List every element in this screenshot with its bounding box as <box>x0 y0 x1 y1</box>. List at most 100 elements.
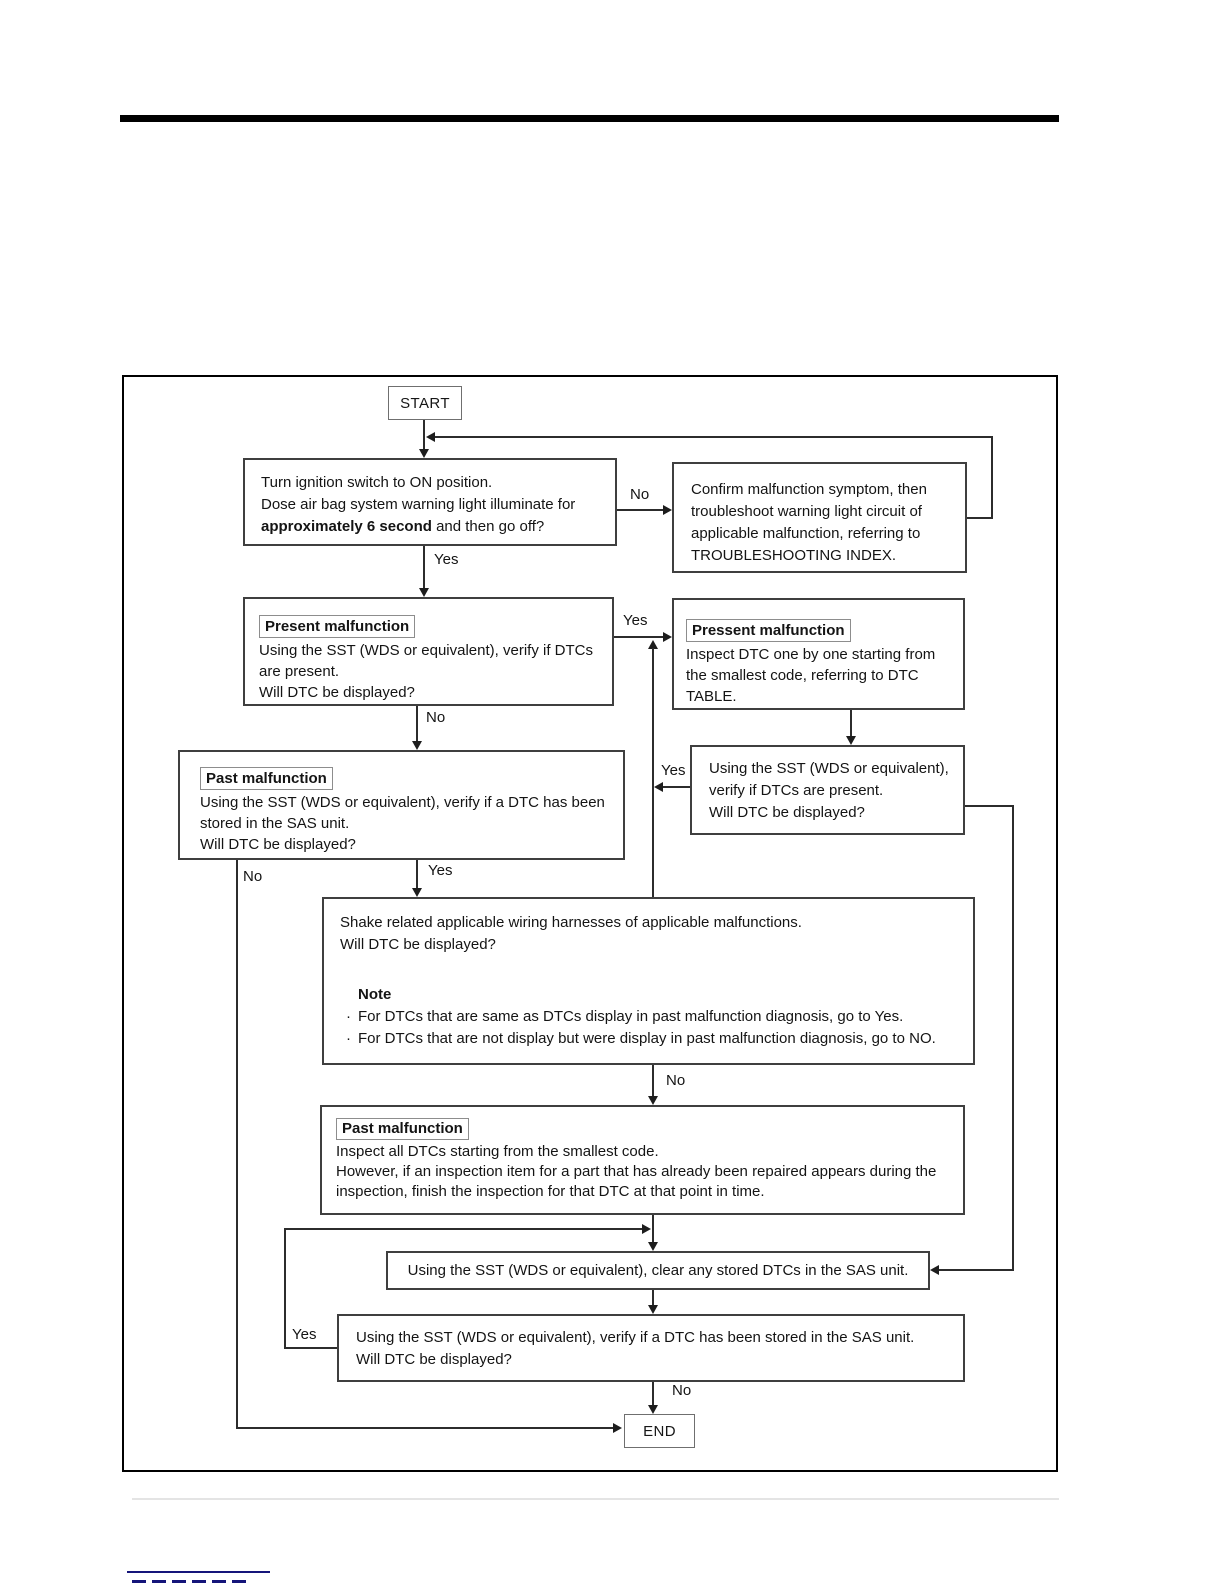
edge-label-no-present: No <box>426 709 446 726</box>
connector-present-yes <box>614 636 663 638</box>
pressent-malfunction-box: Pressent malfunction Inspect DTC one by … <box>672 598 965 710</box>
connector-past-inspect-down <box>652 1215 654 1242</box>
past-verify-tag: Past malfunction <box>200 767 333 790</box>
shake-note-2: For DTCs that are not display but were d… <box>358 1030 936 1047</box>
connector-past-no-v <box>236 860 238 1429</box>
pressent-line-2: the smallest code, referring to DTC <box>686 667 919 684</box>
ignition-line-3-rest: and then go off? <box>431 518 545 535</box>
confirm-line-3: applicable malfunction, referring to <box>691 525 921 542</box>
edge-label-yes-verify-stored: Yes <box>292 1326 317 1343</box>
arrowhead-into-past-inspect <box>648 1096 658 1105</box>
connector-confirm-to-feedback <box>967 517 993 519</box>
verify-present-box: Using the SST (WDS or equivalent), verif… <box>690 745 965 835</box>
connector-feedback-top <box>429 436 993 438</box>
verify-present-line-1: Using the SST (WDS or equivalent), <box>709 760 949 777</box>
faint-separator-line <box>132 1498 1059 1500</box>
clear-line-1: Using the SST (WDS or equivalent), clear… <box>407 1262 909 1279</box>
connector-present-no <box>416 706 418 744</box>
start-node: START <box>388 386 462 420</box>
shake-note-title: Note <box>358 986 392 1003</box>
arrowhead-into-clear-right <box>930 1265 939 1275</box>
arrowhead-into-verify-present <box>846 736 856 745</box>
past-inspect-line-2: However, if an inspection item for a par… <box>336 1163 937 1180</box>
present-malfunction-box: Present malfunction Using the SST (WDS o… <box>243 597 614 706</box>
connector-past-no-h <box>236 1427 613 1429</box>
edge-label-no-verify-stored: No <box>672 1382 692 1399</box>
connector-verify-stored-no <box>652 1382 654 1408</box>
ignition-line-3: approximately 6 second and then go off? <box>261 516 607 538</box>
footer-link-underline <box>127 1571 270 1573</box>
connector-ignition-yes <box>423 546 425 591</box>
connector-pressent-down <box>850 710 852 739</box>
connector-shake-return-up <box>652 648 654 897</box>
arrowhead-into-confirm <box>663 505 672 515</box>
past-inspect-line-3: inspection, finish the inspection for th… <box>336 1183 765 1200</box>
arrowhead-return-up <box>648 640 658 649</box>
present-line-1: Using the SST (WDS or equivalent), verif… <box>259 642 593 659</box>
confirm-line-4: TROUBLESHOOTING INDEX. <box>691 547 897 564</box>
ignition-line-1: Turn ignition switch to ON position. <box>261 474 493 491</box>
flowchart-frame <box>122 375 1058 1472</box>
present-tag: Present malfunction <box>259 615 416 638</box>
verify-present-line-3: Will DTC be displayed? <box>709 804 865 821</box>
pressent-line-3: TABLE. <box>686 688 737 705</box>
connector-past-yes <box>416 860 418 891</box>
arrowhead-into-past <box>412 741 422 750</box>
end-label: END <box>643 1422 676 1440</box>
past-malfunction-verify-box: Past malfunction Using the SST (WDS or e… <box>178 750 625 860</box>
ignition-check-box: Turn ignition switch to ON position. Dos… <box>243 458 617 546</box>
start-label: START <box>400 394 450 412</box>
page-top-rule <box>120 115 1059 122</box>
edge-label-yes-ignition: Yes <box>434 551 459 568</box>
edge-label-yes-verify-present: Yes <box>661 762 686 779</box>
shake-note-item: · For DTCs that are not display but were … <box>346 1028 965 1050</box>
verify-present-line-2: verify if DTCs are present. <box>709 782 884 799</box>
connector-clear-down <box>652 1290 654 1308</box>
shake-line-2: Will DTC be displayed? <box>340 936 496 953</box>
ignition-line-2: Dose air bag system warning light illumi… <box>261 496 576 513</box>
past-inspect-tag: Past malfunction <box>336 1118 469 1140</box>
bullet-icon: · <box>346 1030 351 1047</box>
connector-start-to-ignition <box>423 420 425 453</box>
clear-dtc-box: Using the SST (WDS or equivalent), clear… <box>386 1251 930 1290</box>
shake-note-1: For DTCs that are same as DTCs display i… <box>358 1008 904 1025</box>
arrowhead-into-end-left <box>613 1423 622 1433</box>
past-inspect-line-1: Inspect all DTCs starting from the small… <box>336 1143 659 1160</box>
present-line-2: are present. <box>259 663 340 680</box>
pressent-tag: Pressent malfunction <box>686 619 851 642</box>
connector-verify-present-no-into-clear <box>938 1269 1014 1271</box>
arrowhead-verify-present-yes <box>654 782 663 792</box>
arrowhead-into-clear-top <box>648 1242 658 1251</box>
arrowhead-into-verify-stored <box>648 1305 658 1314</box>
edge-label-yes-past: Yes <box>428 862 453 879</box>
arrowhead-into-end-top <box>648 1405 658 1414</box>
present-line-3: Will DTC be displayed? <box>259 684 415 701</box>
confirm-line-1: Confirm malfunction symptom, then <box>691 481 927 498</box>
ignition-line-3-bold: approximately 6 second <box>261 518 432 535</box>
arrowhead-into-present <box>419 588 429 597</box>
verify-stored-line-2: Will DTC be displayed? <box>356 1351 512 1368</box>
edge-label-no-ignition: No <box>630 486 650 503</box>
connector-verify-present-no-h <box>965 805 1014 807</box>
connector-verify-stored-yes-v <box>284 1228 286 1349</box>
connector-verify-present-yes <box>663 786 690 788</box>
edge-label-no-shake: No <box>666 1072 686 1089</box>
shake-note-item: · For DTCs that are same as DTCs display … <box>346 1006 965 1028</box>
verify-stored-box: Using the SST (WDS or equivalent), verif… <box>337 1314 965 1382</box>
past-verify-line-2: stored in the SAS unit. <box>200 815 350 832</box>
bullet-icon: · <box>346 1008 351 1025</box>
verify-stored-line-1: Using the SST (WDS or equivalent), verif… <box>356 1329 915 1346</box>
arrowhead-into-pressent <box>663 632 672 642</box>
end-node: END <box>624 1414 695 1448</box>
confirm-line-2: troubleshoot warning light circuit of <box>691 503 922 520</box>
past-malfunction-inspect-box: Past malfunction Inspect all DTCs starti… <box>320 1105 965 1215</box>
pressent-line-1: Inspect DTC one by one starting from <box>686 646 936 663</box>
arrowhead-feedback-left <box>426 432 435 442</box>
arrowhead-loop-merge <box>642 1224 651 1234</box>
connector-verify-stored-yes-h <box>284 1347 337 1349</box>
connector-loop-merge-h <box>284 1228 642 1230</box>
arrowhead-into-ignition <box>419 449 429 458</box>
confirm-symptom-box: Confirm malfunction symptom, then troubl… <box>672 462 967 573</box>
shake-line-1: Shake related applicable wiring harnesse… <box>340 914 802 931</box>
